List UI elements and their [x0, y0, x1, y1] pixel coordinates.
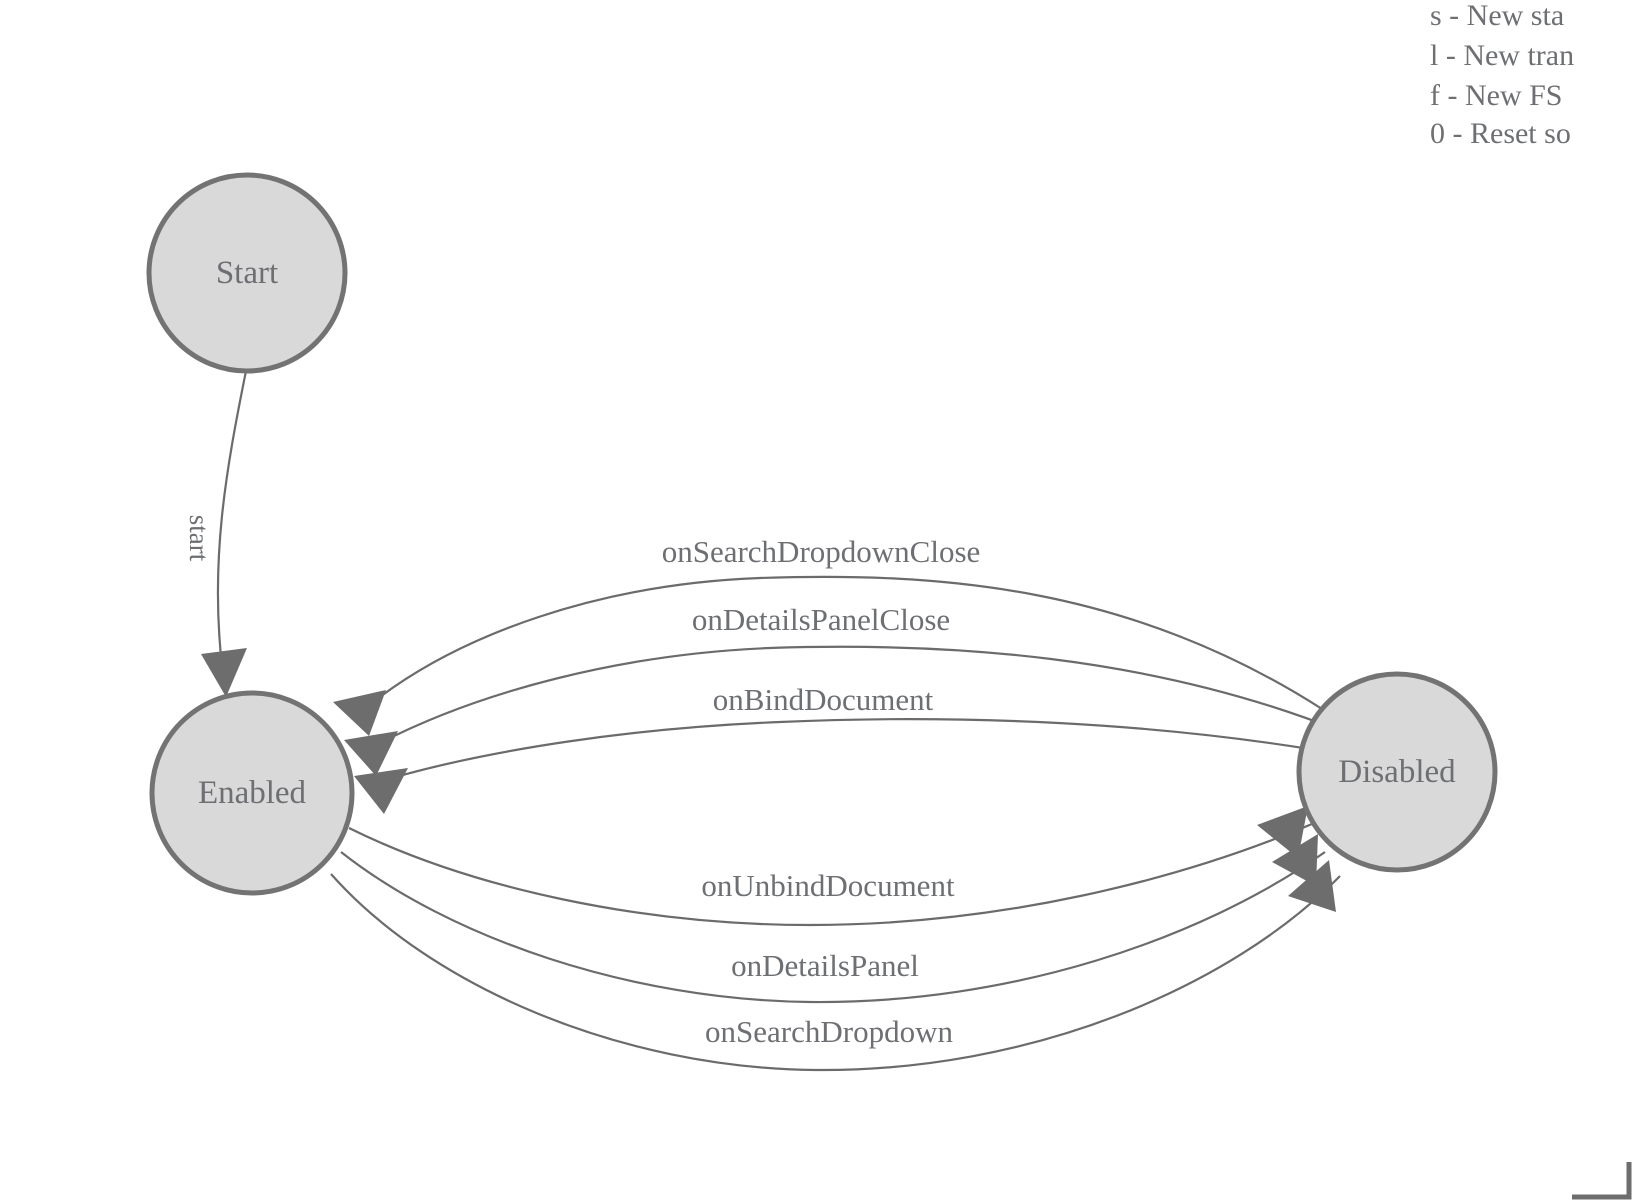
state-node-disabled[interactable]: Disabled [1296, 671, 1498, 873]
state-node-label-disabled: Disabled [1338, 754, 1456, 790]
legend-item-new-fsm: f - New FS [1430, 79, 1563, 112]
transition-label-on-details-panel: onDetailsPanel [731, 948, 919, 983]
transition-edge-path[interactable] [371, 575, 1323, 710]
transition-enabled-to-disabled-details-panel[interactable]: onDetailsPanel [340, 834, 1326, 1004]
viewport-corner-marker [1572, 1162, 1632, 1200]
transition-enabled-to-disabled-search-dropdown[interactable]: onSearchDropdown [330, 860, 1341, 1072]
transition-edge-path[interactable] [391, 718, 1346, 780]
transition-label-on-search-dropdown-close: onSearchDropdownClose [662, 534, 981, 569]
transition-edge-path[interactable] [381, 645, 1339, 743]
arrowhead-icon [333, 690, 386, 736]
legend-item-reset: 0 - Reset so [1430, 117, 1571, 150]
state-node-start[interactable]: Start [146, 172, 348, 374]
state-node-circle[interactable] [146, 172, 348, 374]
legend-item-new-state: s - New sta [1430, 0, 1564, 32]
transition-start-to-enabled[interactable]: start [184, 370, 248, 697]
transition-label-start: start [184, 515, 214, 562]
state-node-enabled[interactable]: Enabled [149, 690, 355, 896]
transition-label-on-search-dropdown: onSearchDropdown [705, 1014, 953, 1049]
arrowhead-icon [1272, 834, 1318, 886]
state-node-circle[interactable] [1296, 671, 1498, 873]
legend-panel: s - New sta l - New tran f - New FS 0 - … [1430, 0, 1574, 150]
transition-edge-path[interactable] [348, 822, 1313, 927]
state-node-label-start: Start [216, 255, 278, 291]
arrowhead-icon [344, 731, 398, 776]
transition-enabled-to-disabled-unbind-document[interactable]: onUnbindDocument [348, 806, 1313, 927]
transition-edge-path[interactable] [340, 851, 1326, 1004]
state-node-circle[interactable] [149, 690, 355, 896]
arrowhead-icon [1288, 860, 1336, 912]
transition-label-on-bind-document: onBindDocument [713, 682, 934, 717]
transition-edge-path[interactable] [330, 873, 1341, 1072]
transition-disabled-to-enabled-details-panel-close[interactable]: onDetailsPanelClose [344, 602, 1339, 776]
state-node-label-enabled: Enabled [198, 775, 307, 811]
arrowhead-icon [1257, 806, 1308, 858]
transition-label-on-unbind-document: onUnbindDocument [701, 868, 955, 903]
arrowhead-icon [354, 768, 408, 814]
transition-label-on-details-panel-close: onDetailsPanelClose [692, 602, 950, 637]
transition-edge-path[interactable] [216, 370, 248, 667]
arrowhead-icon [201, 648, 247, 697]
transition-disabled-to-enabled-bind-document[interactable]: onBindDocument [354, 682, 1346, 814]
legend-item-new-transition: l - New tran [1430, 39, 1574, 72]
transition-disabled-to-enabled-search-dropdown-close[interactable]: onSearchDropdownClose [333, 534, 1323, 736]
